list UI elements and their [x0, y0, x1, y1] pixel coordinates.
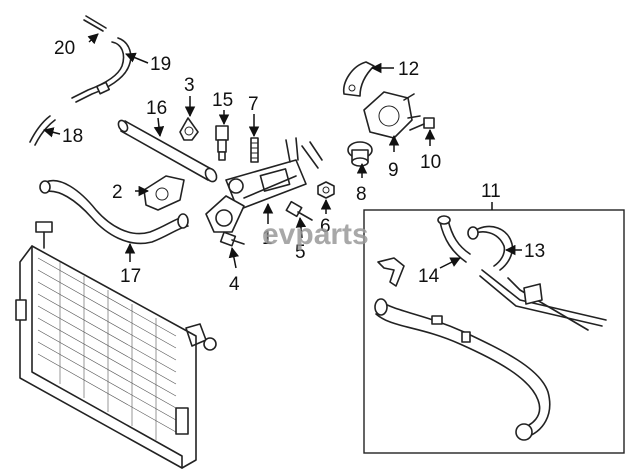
- callout-1: 1: [262, 228, 273, 249]
- part-16-water-pipe[interactable]: [117, 119, 219, 184]
- callout-7: 7: [248, 94, 259, 115]
- callout-2: 2: [112, 182, 123, 203]
- callout-12: 12: [398, 59, 419, 80]
- part-14-hose[interactable]: [437, 215, 471, 263]
- callout-8: 8: [356, 184, 367, 205]
- callout-10: 10: [420, 152, 441, 173]
- part-13-hose[interactable]: [467, 225, 514, 271]
- part-17-radiator-hose[interactable]: [39, 179, 189, 245]
- part-3-gasket[interactable]: [179, 117, 199, 141]
- callout-6: 6: [320, 216, 331, 237]
- part-20-hose-clip[interactable]: [83, 15, 107, 32]
- part-8-thermostat[interactable]: [347, 141, 373, 167]
- callout-13: 13: [524, 241, 545, 262]
- watermark: evparts: [262, 218, 369, 251]
- callout-15: 15: [212, 90, 233, 111]
- callout-4: 4: [229, 274, 240, 295]
- callout-17: 17: [120, 266, 141, 287]
- callout-18: 18: [62, 126, 83, 147]
- pipe-bracket[interactable]: [377, 257, 405, 287]
- callout-5: 5: [295, 242, 306, 263]
- part-2-gasket[interactable]: [143, 175, 185, 211]
- part-5-bolt[interactable]: [285, 200, 313, 221]
- callout-9: 9: [388, 160, 399, 181]
- callout-labels: 20 19 18 16 3 15 7 2 1 5 6 4 17 12 9 10 …: [54, 38, 545, 295]
- main-coolant-pipe[interactable]: [374, 298, 551, 441]
- callout-3: 3: [184, 75, 195, 96]
- part-15-temperature-sensor[interactable]: [215, 125, 229, 161]
- leader-lines: [42, 33, 522, 269]
- part-4-bolt[interactable]: [219, 231, 245, 247]
- callout-20: 20: [54, 38, 75, 59]
- part-10-bolt[interactable]: [409, 117, 435, 131]
- callout-19: 19: [150, 54, 171, 75]
- part-18-hose[interactable]: [29, 115, 56, 146]
- part-6-nut[interactable]: [317, 181, 335, 199]
- assembly-11-frame: [363, 209, 625, 454]
- callout-11: 11: [481, 181, 501, 202]
- part-12-bracket[interactable]: [342, 61, 375, 97]
- part-1-water-outlet-housing[interactable]: [205, 137, 323, 233]
- part-19-bypass-pipe[interactable]: [71, 37, 132, 103]
- part-9-thermostat-housing[interactable]: [363, 91, 421, 139]
- callout-14: 14: [418, 266, 440, 287]
- part-7-stud-bolt[interactable]: [250, 137, 259, 163]
- coolant-pipe-assembly[interactable]: [479, 269, 607, 331]
- callout-16: 16: [146, 98, 167, 119]
- radiator[interactable]: [15, 221, 217, 469]
